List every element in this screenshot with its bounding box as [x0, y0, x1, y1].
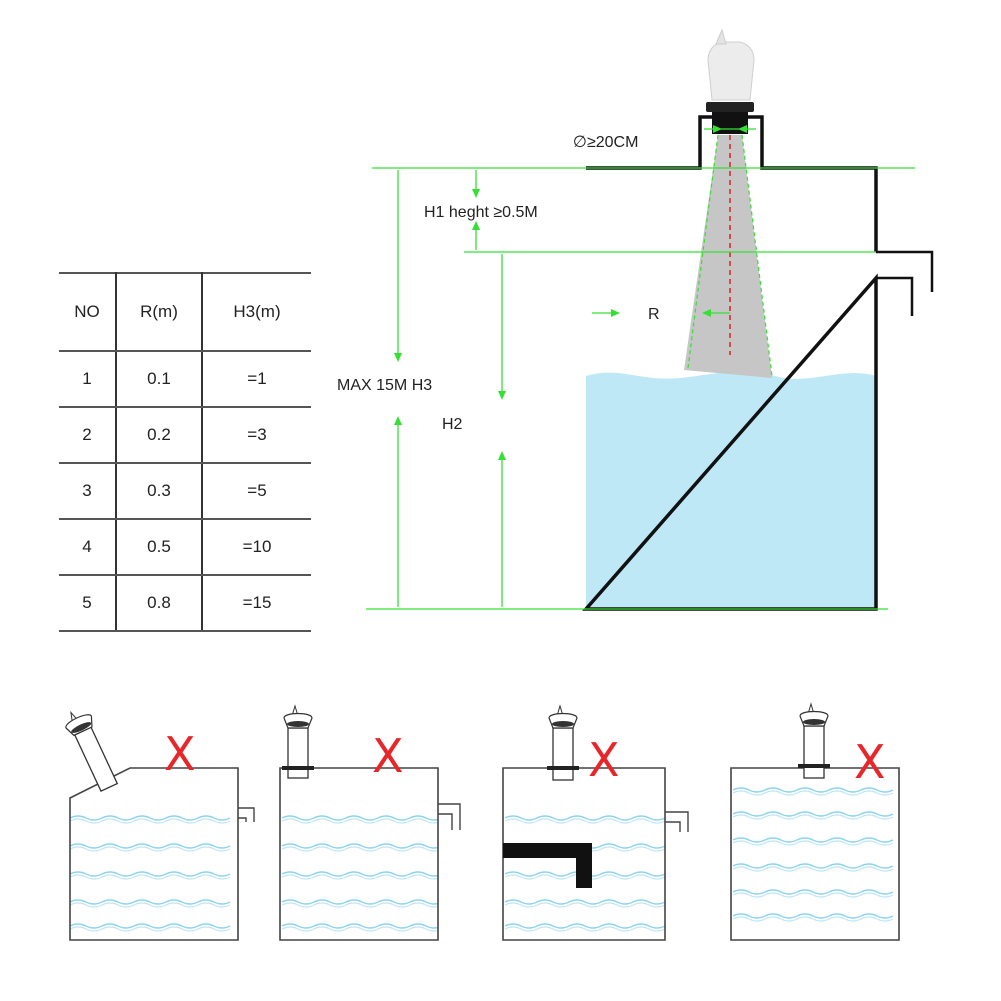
h2-label: H2	[442, 416, 463, 433]
cell-no: 3	[59, 463, 117, 520]
example-obstruction: X	[502, 705, 689, 941]
table-row: 4 0.5 =10	[59, 519, 311, 576]
h1-label: H1 heght ≥0.5M	[424, 204, 538, 221]
table-row: 3 0.3 =5	[59, 463, 311, 520]
obstruction-bar	[503, 843, 592, 888]
cell-r: 0.1	[116, 351, 203, 408]
dimension-lines	[366, 125, 915, 610]
cell-h3: =10	[202, 519, 311, 576]
cell-h3: =1	[202, 351, 311, 408]
cell-no: 2	[59, 407, 117, 464]
range-table: NO R(m) H3(m) 1 0.1 =1 2 0.2 =3 3 0.3 =5…	[59, 272, 311, 632]
short-nozzle-sensor-icon	[282, 705, 314, 779]
cell-no: 1	[59, 351, 117, 408]
header-no: NO	[59, 273, 117, 352]
cell-h3: =3	[202, 407, 311, 464]
example-nozzle: X	[279, 705, 461, 941]
example-overfilled: X	[730, 703, 900, 941]
wrong-mark: X	[164, 727, 196, 781]
beam-edge-right	[741, 134, 773, 377]
cell-r: 0.2	[116, 407, 203, 464]
wrong-mark: X	[854, 735, 886, 789]
cell-r: 0.8	[116, 575, 203, 632]
water-fill	[586, 371, 876, 609]
cell-r: 0.5	[116, 519, 203, 576]
r-label: R	[648, 306, 660, 323]
diameter-label: ∅≥20CM	[573, 134, 638, 151]
table-row: 1 0.1 =1	[59, 351, 311, 408]
beam-cone	[684, 135, 772, 378]
header-h3: H3(m)	[202, 273, 311, 352]
table-row: 2 0.2 =3	[59, 407, 311, 464]
overfilled-sensor-icon	[798, 703, 830, 779]
table-header-row: NO R(m) H3(m)	[59, 273, 311, 352]
cell-r: 0.3	[116, 463, 203, 520]
cell-no: 5	[59, 575, 117, 632]
obstruction-sensor-icon	[547, 705, 579, 781]
example-tilted: X	[60, 704, 255, 941]
cell-no: 4	[59, 519, 117, 576]
h3-label: MAX 15M H3	[337, 377, 432, 394]
tilted-sensor-icon	[60, 704, 119, 792]
header-r: R(m)	[116, 273, 203, 352]
main-tank	[582, 28, 934, 611]
wrong-mark: X	[588, 733, 620, 787]
radar-sensor-icon	[706, 28, 755, 134]
outlet-pipe	[876, 250, 934, 316]
table-row: 5 0.8 =15	[59, 575, 311, 632]
cell-h3: =15	[202, 575, 311, 632]
wrong-mark: X	[372, 729, 404, 783]
cell-h3: =5	[202, 463, 311, 520]
